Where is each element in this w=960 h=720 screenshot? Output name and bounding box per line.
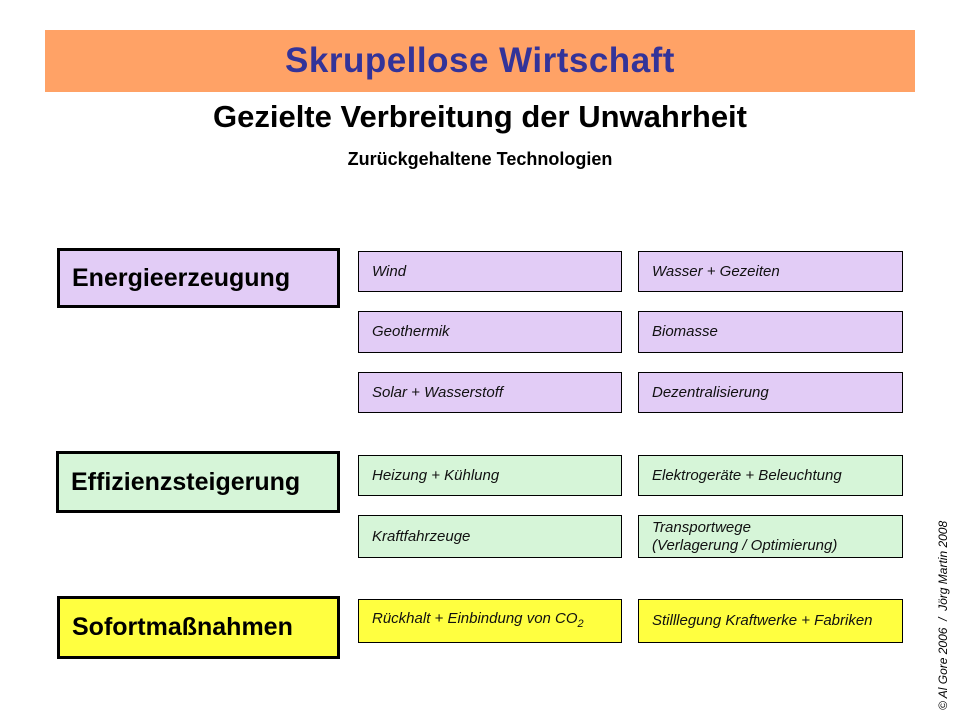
tech-item-label: Elektrogeräte + Beleuchtung: [652, 466, 842, 484]
tech-item-label: Heizung + Kühlung: [372, 466, 500, 484]
tech-item-solar-wasserstoff: Solar + Wasserstoff: [358, 372, 622, 413]
tech-item-label: Wasser + Gezeiten: [652, 262, 780, 280]
category-label: Effizienzsteigerung: [71, 467, 301, 496]
title-bar: Skrupellose Wirtschaft: [45, 30, 915, 92]
copyright-credit: © Al Gore 2006 / Jörg Martin 2008: [936, 520, 950, 710]
category-label: Energieerzeugung: [72, 263, 291, 292]
tech-item-label-line2: (Verlagerung / Optimierung): [652, 536, 838, 554]
tech-item-label: Biomasse: [652, 323, 718, 340]
tech-item-geothermik: Geothermik: [358, 311, 622, 353]
subscript: 2: [577, 617, 584, 630]
tech-item-rueckhalt-einbindung-co2: Rückhalt + Einbindung von CO2: [358, 599, 622, 643]
tech-item-label: Solar + Wasserstoff: [372, 383, 504, 401]
tech-item-wind: Wind: [358, 251, 622, 292]
category-box-energieerzeugung: Energieerzeugung: [57, 248, 340, 308]
tech-item-heizung-kuehlung: Heizung + Kühlung: [358, 455, 622, 496]
category-box-sofortmassnahmen: Sofortmaßnahmen: [57, 596, 340, 659]
tech-item-stilllegung-kraftwerke-fabriken: Stilllegung Kraftwerke + Fabriken: [638, 599, 903, 643]
tech-item-label: Geothermik: [372, 323, 450, 340]
slide-title: Skrupellose Wirtschaft: [285, 41, 675, 80]
tech-item-dezentralisierung: Dezentralisierung: [638, 372, 903, 413]
tech-item-kraftfahrzeuge: Kraftfahrzeuge: [358, 515, 622, 558]
tech-item-biomasse: Biomasse: [638, 311, 903, 353]
subheadline: Zurückgehaltene Technologien: [347, 149, 613, 169]
tech-item-label: Rückhalt + Einbindung von CO2: [372, 609, 584, 630]
tech-item-label: Wind: [372, 262, 407, 280]
category-box-effizienzsteigerung: Effizienzsteigerung: [56, 451, 340, 513]
tech-item-wasser-gezeiten: Wasser + Gezeiten: [638, 251, 903, 292]
tech-item-label: Dezentralisierung: [652, 383, 769, 401]
tech-item-label: Kraftfahrzeuge: [372, 527, 471, 545]
tech-item-transportwege: Transportwege (Verlagerung / Optimierung…: [638, 515, 903, 558]
tech-item-label: Stilllegung Kraftwerke + Fabriken: [652, 612, 873, 629]
headline: Gezielte Verbreitung der Unwahrheit: [212, 99, 747, 134]
tech-item-elektrogeraete-beleuchtung: Elektrogeräte + Beleuchtung: [638, 455, 903, 496]
tech-item-label: Transportwege: [652, 518, 751, 536]
category-label: Sofortmaßnahmen: [72, 613, 293, 641]
